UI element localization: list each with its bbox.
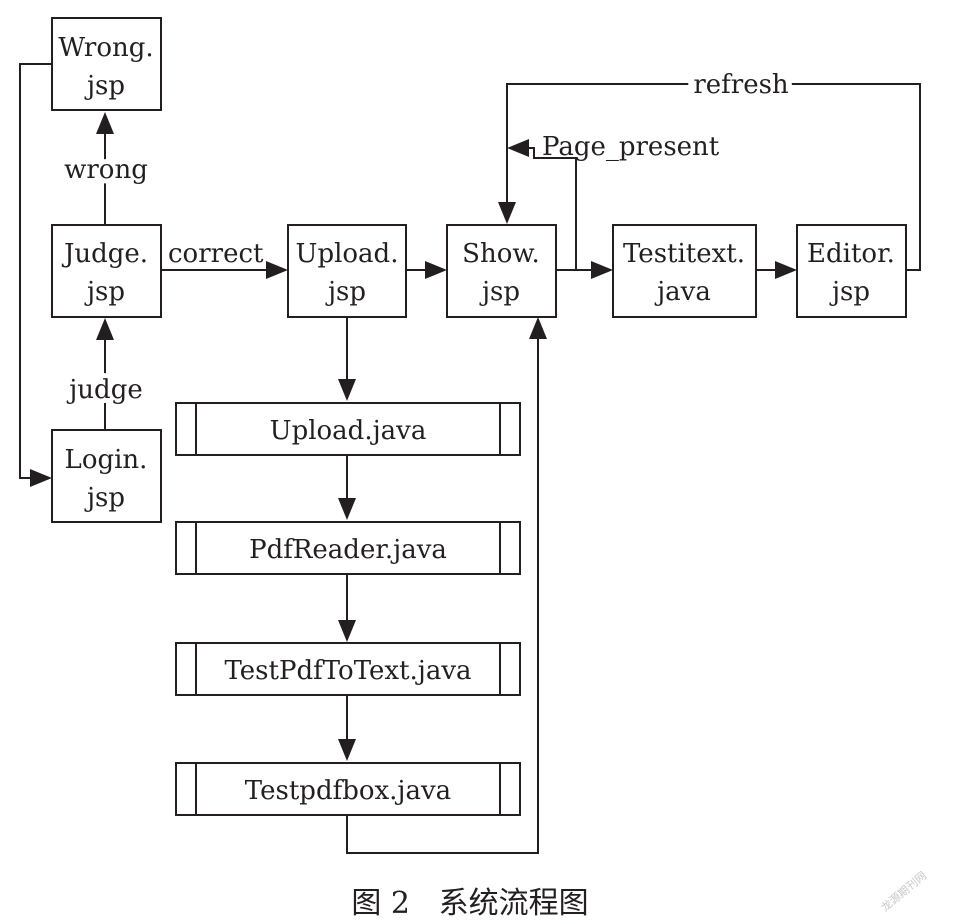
arrowhead-to-login	[30, 469, 52, 487]
node-editor-line1: Editor.	[807, 239, 895, 269]
edge-label-refresh: refresh	[693, 70, 789, 100]
node-show-line1: Show.	[462, 239, 540, 269]
arrowhead-to-testitext	[591, 261, 613, 279]
arrowhead-to-upload	[266, 261, 288, 279]
arrowhead-to-pdfreader	[338, 498, 356, 520]
process-testpdfbox-java-label: Testpdfbox.java	[245, 776, 451, 806]
node-login-line1: Login.	[65, 445, 148, 475]
edge-testpdfbox-to-show	[346, 339, 539, 854]
arrowhead-page-present	[507, 139, 529, 157]
process-pdfreader-java: PdfReader.java	[175, 521, 521, 575]
arrowhead-to-uploadjava	[338, 379, 356, 401]
arrowhead-to-wrong	[96, 112, 114, 134]
node-show-jsp: Show. jsp	[446, 224, 557, 318]
edge-label-wrong: wrong	[64, 155, 148, 185]
arrowhead-to-editor	[775, 261, 797, 279]
node-testitext-java: Testitext. java	[612, 224, 757, 318]
process-upload-java: Upload.java	[175, 402, 521, 456]
arrowhead-to-judge	[96, 318, 114, 340]
edge-page-present	[529, 147, 577, 270]
node-wrong-line2: jsp	[84, 71, 125, 101]
node-editor-jsp: Editor. jsp	[796, 224, 907, 318]
node-editor-line2: jsp	[829, 277, 870, 307]
arrowhead-refresh	[498, 202, 516, 224]
process-upload-java-label: Upload.java	[270, 416, 427, 446]
node-judge-line1: Judge.	[61, 239, 148, 269]
arrowhead-to-show	[425, 261, 447, 279]
node-judge-line2: jsp	[84, 277, 125, 307]
process-pdfreader-java-label: PdfReader.java	[249, 535, 447, 565]
node-wrong-line1: Wrong.	[58, 33, 153, 63]
arrowhead-to-testpdfbox	[338, 739, 356, 761]
node-login-jsp: Login. jsp	[51, 429, 162, 523]
edge-wrong-to-login	[19, 63, 52, 479]
node-upload-line2: jsp	[325, 277, 366, 307]
node-login-line2: jsp	[84, 483, 125, 513]
process-testpdfbox-java: Testpdfbox.java	[175, 762, 521, 816]
node-upload-line1: Upload.	[296, 239, 399, 269]
connectors	[19, 63, 921, 854]
figure-caption: 图 2 系统流程图	[351, 886, 588, 921]
node-show-line2: jsp	[479, 277, 520, 307]
edge-label-page-present: Page_present	[542, 132, 720, 162]
edge-editor-refresh	[506, 83, 921, 271]
edge-label-judge: judge	[66, 375, 142, 405]
node-testitext-line1: Testitext.	[623, 239, 745, 269]
node-testitext-line2: java	[654, 277, 711, 307]
arrowhead-to-testpdftotext	[338, 620, 356, 642]
process-testpdftotext-java: TestPdfToText.java	[175, 642, 521, 696]
node-judge-jsp: Judge. jsp	[51, 224, 162, 318]
edge-label-correct: correct	[168, 239, 264, 269]
watermark: 龙源期刊网	[878, 868, 929, 914]
arrowhead-return-to-show	[529, 317, 547, 339]
node-wrong-jsp: Wrong. jsp	[51, 17, 162, 111]
process-testpdftotext-java-label: TestPdfToText.java	[224, 656, 471, 686]
node-upload-jsp: Upload. jsp	[287, 224, 407, 318]
